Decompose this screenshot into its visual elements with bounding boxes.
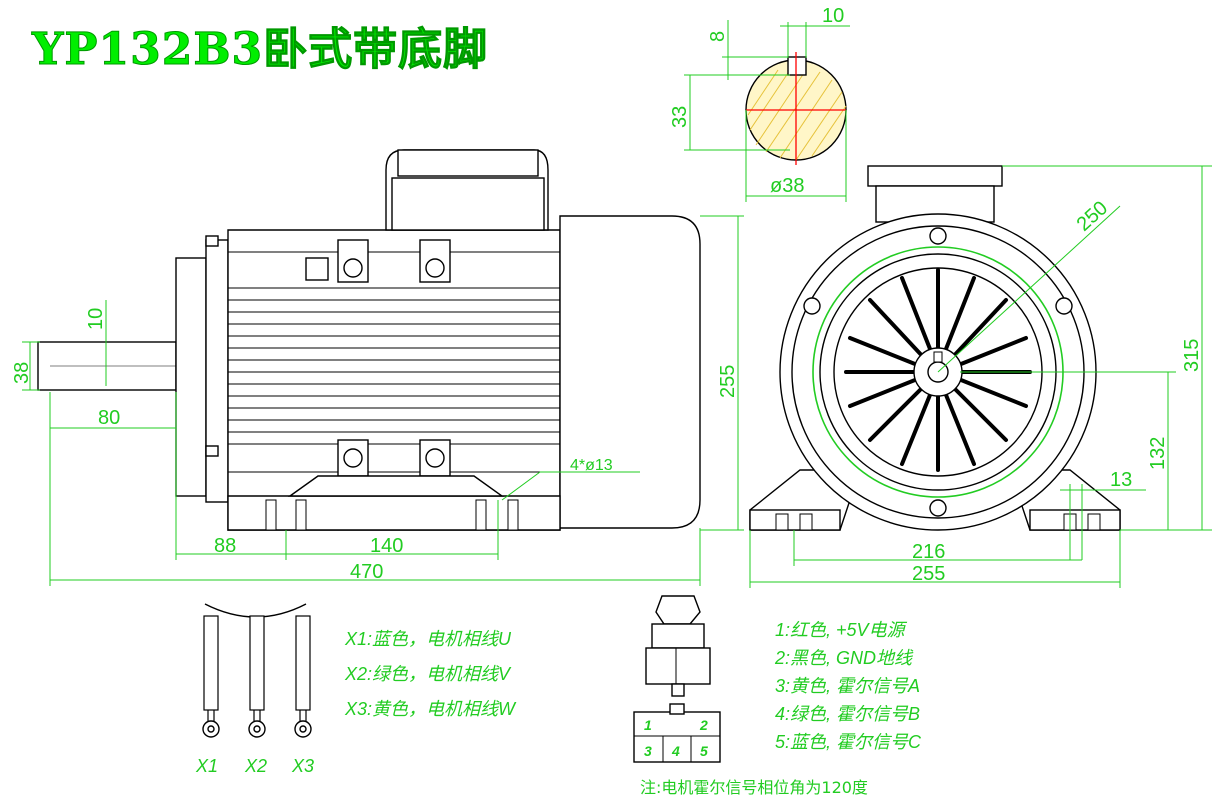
key-depth-label: 8 bbox=[707, 31, 729, 42]
shaft-height-label: 33 bbox=[669, 106, 691, 128]
hall-pin-3: 3 bbox=[644, 743, 652, 759]
shaft-side-key-label: 10 bbox=[85, 308, 107, 330]
foot-width-label: 255 bbox=[912, 563, 945, 585]
phase-legend: X1:蓝色，电机相线U X2:绿色，电机相线V X3:黄色，电机相线W bbox=[344, 629, 517, 719]
hall-pin-4: 4 bbox=[671, 743, 680, 759]
c-dim-label: 88 bbox=[214, 535, 236, 557]
foot-slot-label: 13 bbox=[1110, 469, 1132, 491]
drawing-title: YP132B3卧式带底脚 bbox=[31, 24, 488, 75]
hall-legend-2: 2:黑色, GND地线 bbox=[774, 648, 914, 668]
phase-label-x1: X1 bbox=[195, 756, 218, 776]
phase-leads: X1 X2 X3 bbox=[195, 603, 314, 776]
shaft-section: 10 8 33 ø38 bbox=[669, 5, 850, 202]
hall-note: 注:电机霍尔信号相位角为120度 bbox=[640, 778, 868, 797]
phase-legend-3: X3:黄色，电机相线W bbox=[344, 699, 517, 719]
hall-legend-3: 3:黄色, 霍尔信号A bbox=[775, 676, 920, 696]
phase-legend-2: X2:绿色，电机相线V bbox=[344, 664, 512, 684]
shaft-side-dia-label: 38 bbox=[11, 362, 33, 384]
center-height-label: 132 bbox=[1147, 437, 1169, 470]
hall-pin-5: 5 bbox=[700, 743, 708, 759]
hall-legend: 1:红色, +5V电源 2:黑色, GND地线 3:黄色, 霍尔信号A 4:绿色… bbox=[774, 620, 922, 752]
hall-legend-5: 5:蓝色, 霍尔信号C bbox=[775, 732, 922, 752]
a-dim-label: 216 bbox=[912, 541, 945, 563]
bolt-holes-label: 4*ø13 bbox=[570, 457, 613, 474]
phase-label-x2: X2 bbox=[244, 756, 267, 776]
hall-pin-2: 2 bbox=[699, 717, 708, 733]
b-dim-label: 140 bbox=[370, 535, 403, 557]
shaft-dia-label: ø38 bbox=[770, 175, 804, 197]
hall-pin-1: 1 bbox=[644, 717, 652, 733]
total-height-label: 315 bbox=[1181, 339, 1203, 372]
key-width-label: 10 bbox=[822, 5, 844, 27]
hall-legend-1: 1:红色, +5V电源 bbox=[775, 620, 908, 640]
phase-legend-1: X1:蓝色，电机相线U bbox=[344, 629, 512, 649]
side-view: 38 10 80 255 88 140 470 4*ø13 bbox=[11, 149, 744, 586]
end-view: 250 315 132 13 216 255 bbox=[749, 165, 1212, 588]
phase-label-x3: X3 bbox=[291, 756, 314, 776]
shaft-length-label: 80 bbox=[98, 407, 120, 429]
body-height-label: 255 bbox=[717, 365, 739, 398]
hall-connector: 1 2 3 4 5 bbox=[633, 595, 721, 763]
hall-legend-4: 4:绿色, 霍尔信号B bbox=[775, 704, 920, 724]
flange-circle-label: 250 bbox=[1073, 197, 1113, 236]
total-length-label: 470 bbox=[350, 561, 383, 583]
